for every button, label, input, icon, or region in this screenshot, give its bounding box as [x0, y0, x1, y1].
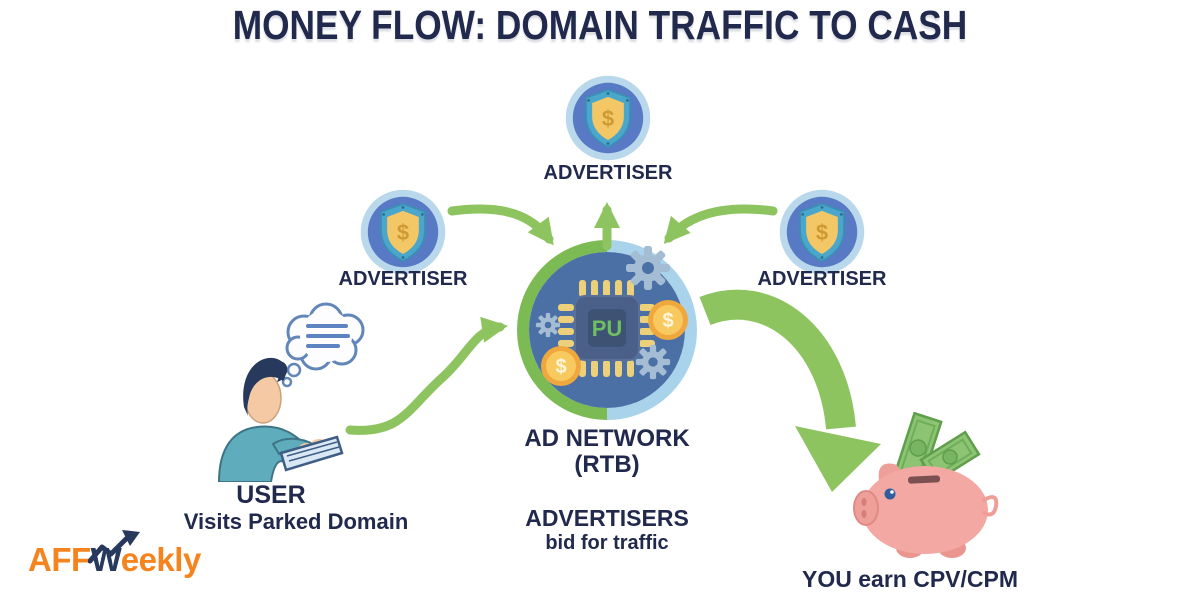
svg-text:$: $ [397, 220, 409, 245]
advertiser-badge-left: $ [359, 188, 447, 276]
arrow-left-advertiser-to-hub [447, 204, 554, 246]
advertiser-badge-right: $ [778, 188, 866, 276]
ad-network-hub: PU [517, 240, 697, 420]
svg-text:$: $ [602, 106, 614, 131]
growth-arrow-icon [88, 530, 140, 564]
keyboard-icon [279, 435, 344, 472]
advertiser-label-top: ADVERTISER [543, 162, 673, 184]
gear-icon [626, 246, 670, 290]
arrow-right-advertiser-to-hub [663, 204, 778, 245]
advertiser-label-left: ADVERTISER [338, 268, 468, 290]
piggy-bank-icon [853, 411, 999, 558]
logo-part-eekly: eekly [120, 541, 202, 578]
shield-dollar-icon: $ [779, 189, 865, 275]
payout-label: YOU earn CPV/CPM [802, 566, 1018, 592]
hub-title-line1: AD NETWORK [524, 425, 690, 452]
svg-text:PU: PU [592, 316, 623, 341]
shield-dollar-icon: $ [360, 189, 446, 275]
user-illustration [217, 357, 344, 482]
hub-subtitle-line2: bid for traffic [545, 532, 669, 554]
shield-dollar-icon: $ [565, 75, 651, 161]
dollar-coin-icon: $ [541, 346, 581, 386]
gear-icon [635, 344, 671, 380]
advertiser-badge-top: $ [564, 74, 652, 162]
hub-subtitle: ADVERTISERS bid for traffic [500, 506, 714, 556]
svg-text:$: $ [555, 356, 566, 378]
logo-part-aff: AFF [28, 541, 91, 578]
page-title: MONEY FLOW: DOMAIN TRAFFIC TO CASH [232, 2, 968, 48]
dollar-coin-icon: $ [648, 300, 688, 340]
brand-logo: AFFWeekly [28, 530, 202, 579]
hub-title: AD NETWORK (RTB) [500, 426, 714, 478]
cpu-chip-icon: PU [558, 280, 655, 377]
svg-text:$: $ [662, 310, 673, 332]
advertiser-label-right: ADVERTISER [757, 268, 887, 290]
user-label: USER [236, 481, 306, 509]
svg-text:$: $ [816, 220, 828, 245]
user-sublabel: Visits Parked Domain [183, 509, 409, 534]
gear-icon [535, 312, 561, 338]
hub-title-line2: (RTB) [574, 451, 640, 478]
hub-subtitle-line1: ADVERTISERS [525, 505, 689, 531]
